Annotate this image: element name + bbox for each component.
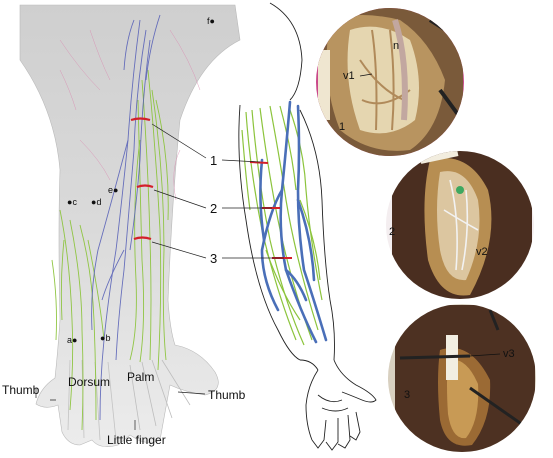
photo-bottom <box>388 304 536 452</box>
point-label-e: e● <box>108 185 119 195</box>
leader-number-3: 3 <box>210 251 218 266</box>
thumb-left-label: Thumb <box>2 383 40 397</box>
point-label-d: ●d <box>91 197 102 207</box>
photo-middle-v2-label: v2 <box>476 246 488 258</box>
specimen-nerves <box>51 69 169 431</box>
point-label-a: a● <box>67 335 78 345</box>
palm-label: Palm <box>127 370 155 384</box>
photo-top <box>316 8 464 156</box>
leader-number-2: 2 <box>210 201 218 216</box>
thumb-right-label: Thumb <box>208 388 246 402</box>
point-label-c: ●c <box>67 197 77 207</box>
leader-lines <box>35 123 284 430</box>
leader-number-1: 1 <box>210 153 218 168</box>
incision-marks <box>130 117 154 241</box>
photo-middle-number: 2 <box>389 226 396 238</box>
arm-outline <box>238 2 377 451</box>
specimen-arteries <box>59 29 201 201</box>
photo-bottom-v3-label: v3 <box>503 348 515 360</box>
photo-top-n-label: n <box>393 40 400 52</box>
point-label-b: ●b <box>100 333 111 343</box>
photo-leader-lines <box>359 73 501 357</box>
photo-middle <box>386 151 534 299</box>
little-finger-label: Little finger <box>107 433 166 447</box>
photo-top-number: 1 <box>339 121 346 133</box>
photo-bottom-number: 3 <box>404 389 411 401</box>
point-label-f: f● <box>207 16 215 26</box>
arm-veins <box>259 100 328 344</box>
dorsum-label: Dorsum <box>68 375 111 389</box>
specimen-veins <box>91 14 161 421</box>
photo-top-v1-label: v1 <box>343 70 355 82</box>
